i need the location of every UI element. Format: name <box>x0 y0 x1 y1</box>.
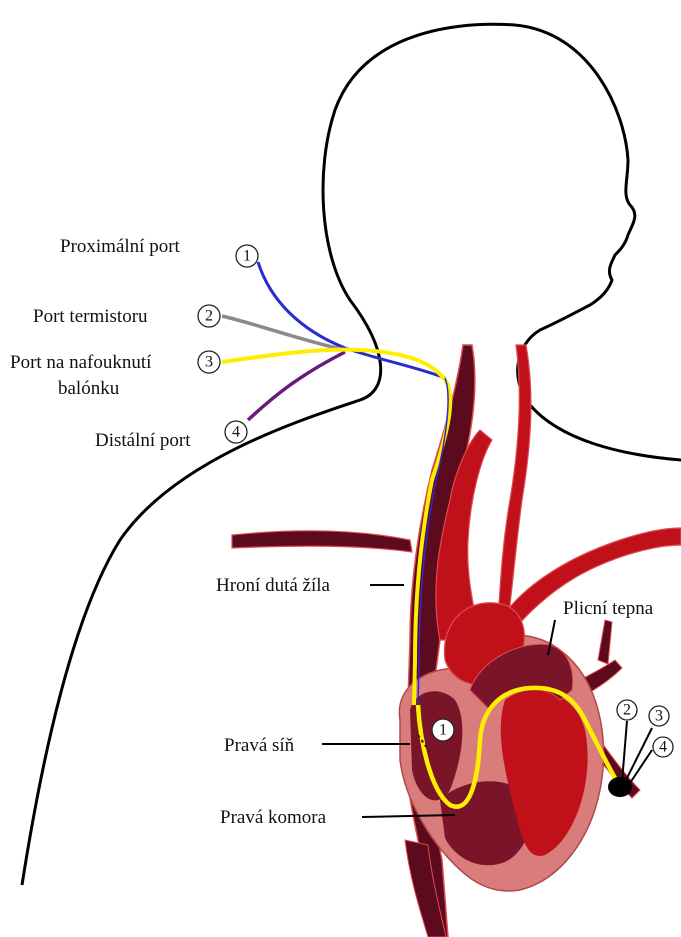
tip-4-number: 4 <box>659 739 667 756</box>
tip-3-number: 3 <box>655 708 663 725</box>
pulmonary-branch-upper <box>598 620 612 664</box>
thermistor-port-line <box>222 316 345 350</box>
right-atrium-label: Pravá síň <box>224 735 295 756</box>
atrium-marker-number: 1 <box>439 722 447 739</box>
subclavian-vein <box>232 531 412 552</box>
port-4-number: 4 <box>232 424 240 441</box>
port-2-number: 2 <box>205 308 213 325</box>
catheter-leads <box>222 262 450 705</box>
proximal-port-label: Proximální port <box>60 236 181 257</box>
port-1-number: 1 <box>243 248 251 265</box>
right-ventricle-label: Pravá komora <box>220 807 327 828</box>
balloon-tip <box>608 777 632 797</box>
balloon-port-label-line1: Port na nafouknutí <box>10 352 152 373</box>
distal-port-label: Distální port <box>95 430 191 451</box>
carotid-artery <box>498 345 531 622</box>
thermistor-port-label: Port termistoru <box>33 306 148 327</box>
tip-2-number: 2 <box>623 702 631 719</box>
port-3-number: 3 <box>205 354 213 371</box>
pulmonary-artery-label: Plicní tepna <box>563 598 654 619</box>
balloon-port-label-line2: balónku <box>58 378 120 399</box>
balloon-port-line <box>222 350 450 705</box>
superior-vena-cava-label: Hroní dutá žíla <box>216 575 331 596</box>
